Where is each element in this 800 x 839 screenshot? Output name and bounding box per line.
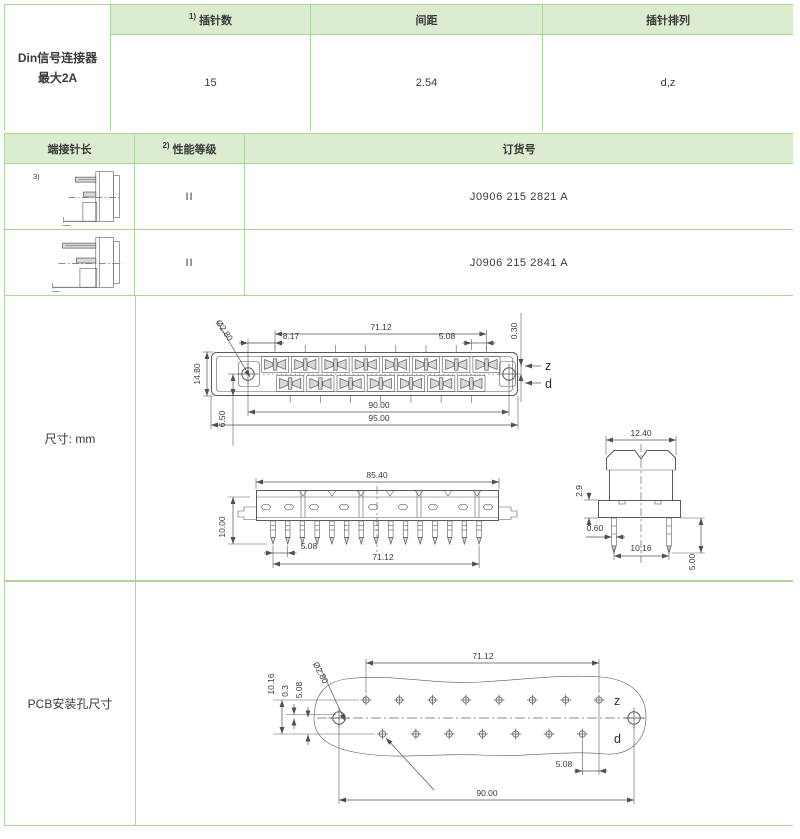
pcb-drawing-cell: z d 71.12 10.16 0.3 5.08 Ø2.80 <box>135 581 793 825</box>
dimension-label: 尺寸: mm <box>4 295 135 580</box>
dim-front-hole-drop: 6.50 <box>217 410 227 427</box>
pin-length-drawing-1: 3) <box>4 163 134 229</box>
order-no-row-1: J0906 215 2821 A <box>244 163 793 229</box>
header-pin-length: 端接针长 <box>4 133 134 163</box>
dim-front-pitch: 5.08 <box>439 331 456 341</box>
product-name: Din信号连接器 <box>17 50 98 65</box>
footnote-2-marker: 2) <box>162 141 170 150</box>
side-slots <box>261 503 493 511</box>
product-rating: 最大2A <box>37 71 78 85</box>
dim-front-row-offset: 0.30 <box>509 322 519 339</box>
row-d-label: d <box>545 377 552 391</box>
pin-length-drawing-2 <box>4 229 134 295</box>
front-view: 71.12 8.17 5.08 0.30 z <box>192 313 552 446</box>
end-view: 12.40 2.9 0.60 10.16 5.00 <box>574 428 705 570</box>
dim-front-span: 71.12 <box>370 322 392 332</box>
header-pitch: 间距 <box>310 4 542 34</box>
side-view: 85.40 10.00 5.08 71.12 <box>217 470 518 568</box>
dim-pcb-hole-span: 90.00 <box>476 788 498 798</box>
order-no-row-2: J0906 215 2841 A <box>244 229 793 295</box>
dim-front-total: 95.00 <box>368 413 390 423</box>
dim-pcb-offset: 0.3 <box>280 685 290 697</box>
dim-end-spacing: 10.16 <box>630 543 652 553</box>
header-grade: 2) 性能等级 <box>134 133 244 163</box>
header-pin-count: 1) 插针数 <box>110 4 310 34</box>
order-table: 端接针长 2) 性能等级 订货号 3) <box>4 133 793 295</box>
header-order-no: 订货号 <box>244 133 793 163</box>
dimension-drawings-cell: 71.12 8.17 5.08 0.30 z <box>135 295 793 580</box>
pcb-label: PCB安装孔尺寸 <box>4 581 135 825</box>
pcb-row-d-label: d <box>614 732 621 746</box>
dim-end-pin-width: 0.60 <box>587 523 604 533</box>
value-pitch: 2.54 <box>310 34 542 131</box>
dim-side-pitch: 5.08 <box>301 541 318 551</box>
footnote-3-marker: 3) <box>33 172 40 181</box>
footnote-1-marker: 1) <box>188 12 197 21</box>
dim-front-hole-span: 90.00 <box>368 400 390 410</box>
dim-pcb-span: 71.12 <box>472 651 494 661</box>
dim-pcb-pitch: 5.08 <box>556 759 573 769</box>
dim-pcb-half: 5.08 <box>294 681 304 698</box>
dim-pcb-row-gap: 10.16 <box>266 673 276 695</box>
dim-end-collar: 2.9 <box>574 485 584 497</box>
connector-side-icon-short <box>62 170 123 226</box>
dim-side-span: 71.12 <box>372 552 394 562</box>
product-title: Din信号连接器 最大2A <box>18 48 97 89</box>
dim-front-hole-dia: Ø2.80 <box>214 318 235 343</box>
dim-end-width: 12.40 <box>630 428 652 438</box>
front-bottom-ticks <box>289 396 472 403</box>
pcb-row-z-label: z <box>614 694 620 708</box>
dim-side-width: 85.40 <box>366 470 388 480</box>
pcb-section: PCB安装孔尺寸 z d 71.12 <box>4 581 793 826</box>
connector-views-drawing: 71.12 8.17 5.08 0.30 z <box>192 313 705 570</box>
dim-front-height: 14.80 <box>192 363 202 385</box>
pcb-outline <box>313 675 647 757</box>
value-arrangement: d,z <box>542 34 793 131</box>
dimension-section: 尺寸: mm <box>4 295 793 581</box>
dim-front-lead: 8.17 <box>283 331 300 341</box>
spec-table: Din信号连接器 最大2A 1) 插针数 间距 插针排列 15 2.54 d,z <box>4 4 793 131</box>
pcb-hole-drawing: z d 71.12 10.16 0.3 5.08 Ø2.80 <box>266 651 647 804</box>
connector-side-icon-long <box>51 236 123 292</box>
dim-side-pin-len: 10.00 <box>217 516 227 538</box>
header-arrangement: 插针排列 <box>542 4 793 34</box>
grade-row-2: II <box>134 229 244 295</box>
grade-row-1: II <box>134 163 244 229</box>
row-z-label: z <box>545 359 551 373</box>
value-pin-count: 15 <box>110 34 310 131</box>
front-top-ticks <box>274 345 487 352</box>
product-cell: Din信号连接器 最大2A <box>4 4 110 131</box>
dim-pcb-hole-dia: Ø2.80 <box>311 660 331 685</box>
side-notches <box>298 490 482 517</box>
dim-end-pin-len: 5.00 <box>687 553 697 570</box>
